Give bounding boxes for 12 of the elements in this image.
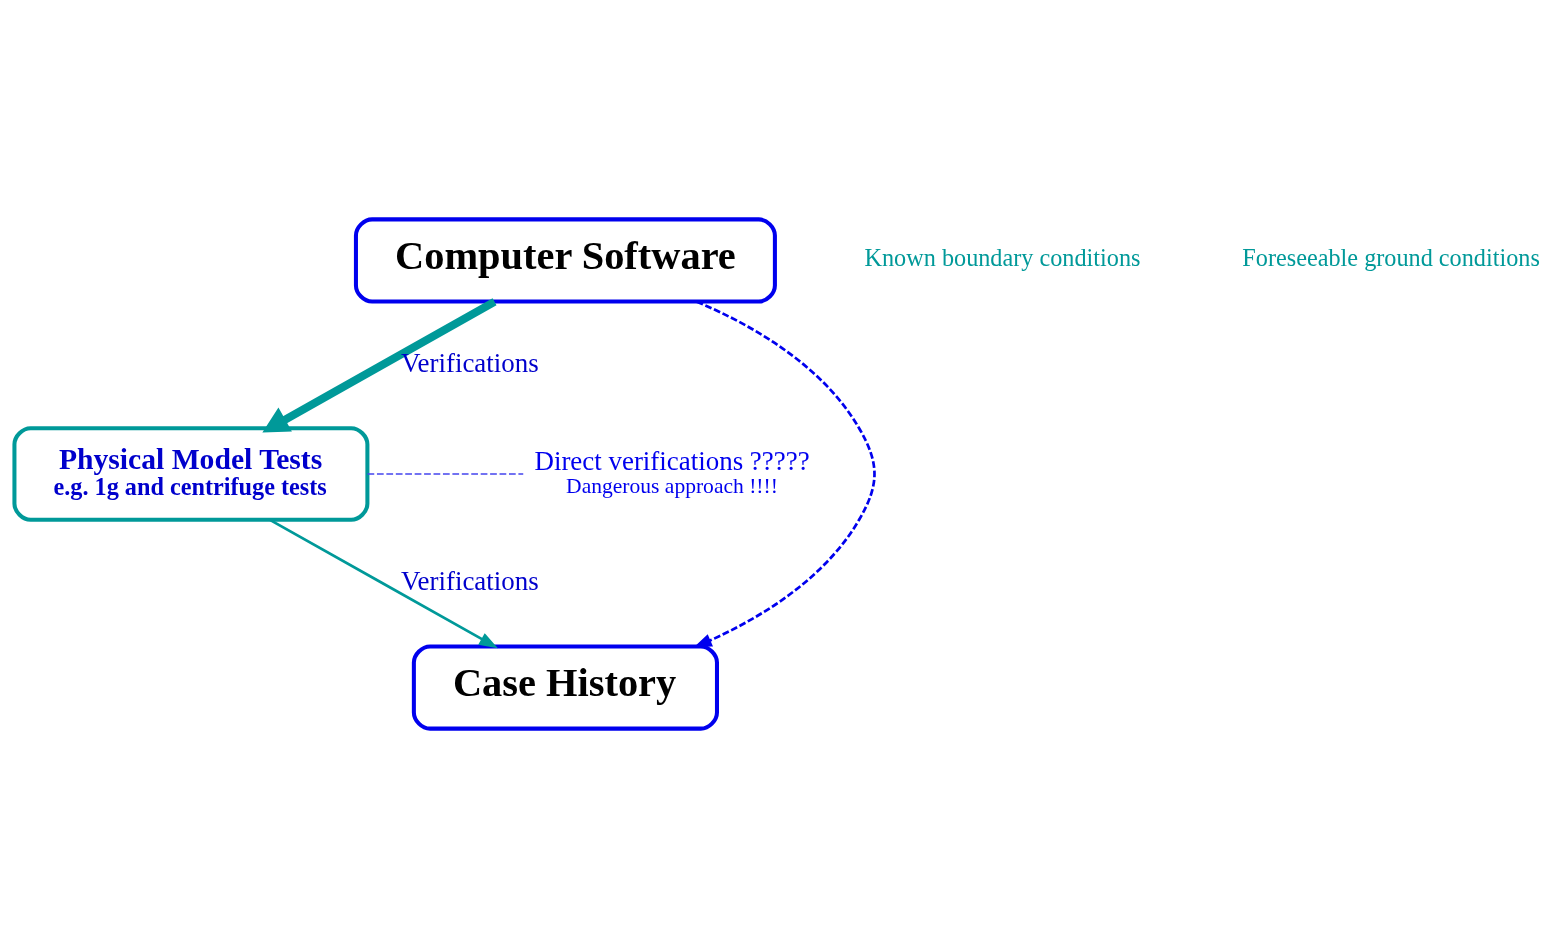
node-text: Direct verifications ????? Dangerous approach !!!! xyxy=(533,445,810,498)
edge-label: Verifications xyxy=(400,347,539,378)
arrow xyxy=(269,518,498,648)
node-box: Computer Software xyxy=(353,216,777,304)
arrow xyxy=(692,299,876,648)
label: Known boundary conditions xyxy=(863,243,1140,271)
connector xyxy=(366,472,524,475)
edge-label: Verifications xyxy=(400,565,539,596)
node-box: Case History xyxy=(411,643,719,731)
node-box: Physical Model Tests e.g. 1g and centrifuge tests xyxy=(11,425,369,522)
arrow xyxy=(261,297,496,432)
label: Foreseeable ground conditions xyxy=(1241,243,1540,271)
